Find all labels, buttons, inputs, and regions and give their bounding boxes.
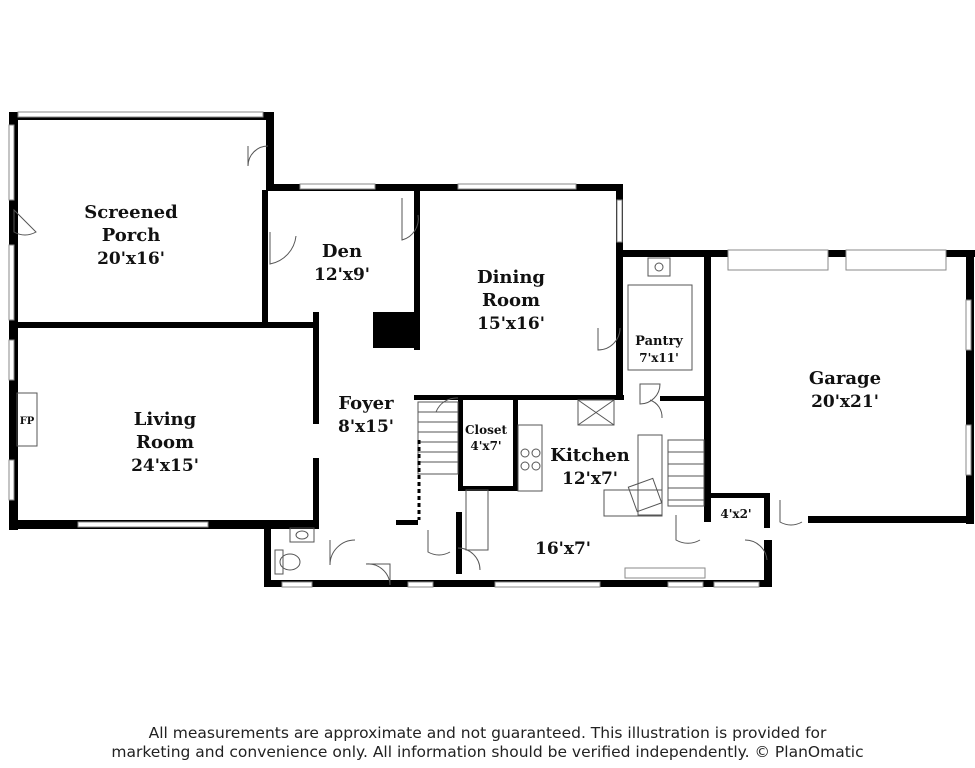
floor-plan: Screened Porch 20'x16' Den 12'x9' Dining…: [8, 111, 975, 588]
dining-room-name-2: Room: [482, 290, 540, 311]
disclaimer: All measurements are approximate and not…: [0, 724, 975, 762]
living-room-dims: 24'x15': [131, 456, 199, 476]
disclaimer-line-2: marketing and convenience only. All info…: [111, 743, 864, 761]
room-labels: Screened Porch 20'x16' Den 12'x9' Dining…: [20, 202, 881, 559]
foyer-stairs: [417, 401, 459, 520]
den-name: Den: [322, 241, 362, 262]
pantry-dims: 7'x11': [639, 351, 679, 365]
screened-porch-name-2: Porch: [102, 225, 161, 246]
foyer-dims: 8'x15': [338, 417, 394, 437]
kitchen-stairs: [667, 439, 705, 507]
den-dims: 12'x9': [314, 265, 370, 285]
closet-dims: 4'x7': [470, 439, 501, 453]
foyer-name: Foyer: [338, 393, 394, 414]
storage-dims: 4'x2': [720, 507, 751, 521]
garage-name: Garage: [809, 368, 881, 389]
walls: [9, 112, 975, 587]
living-room-name-1: Living: [134, 409, 197, 430]
windows: [8, 111, 972, 588]
fireplace-label: FP: [20, 416, 35, 427]
disclaimer-line-1: All measurements are approximate and not…: [148, 724, 827, 742]
mudroom-dims: 16'x7': [535, 539, 591, 559]
dining-room-name-1: Dining: [477, 267, 545, 288]
living-room-name-2: Room: [136, 432, 194, 453]
screened-porch-dims: 20'x16': [97, 249, 165, 269]
kitchen-dims: 12'x7': [562, 469, 618, 489]
doors: [13, 145, 803, 586]
dining-room-dims: 15'x16': [477, 314, 545, 334]
fixtures: [16, 257, 705, 575]
pantry-name: Pantry: [635, 334, 683, 349]
kitchen-name: Kitchen: [550, 445, 629, 466]
screened-porch-name-1: Screened: [84, 202, 178, 223]
garage-dims: 20'x21': [811, 392, 879, 412]
closet-name: Closet: [465, 423, 508, 437]
